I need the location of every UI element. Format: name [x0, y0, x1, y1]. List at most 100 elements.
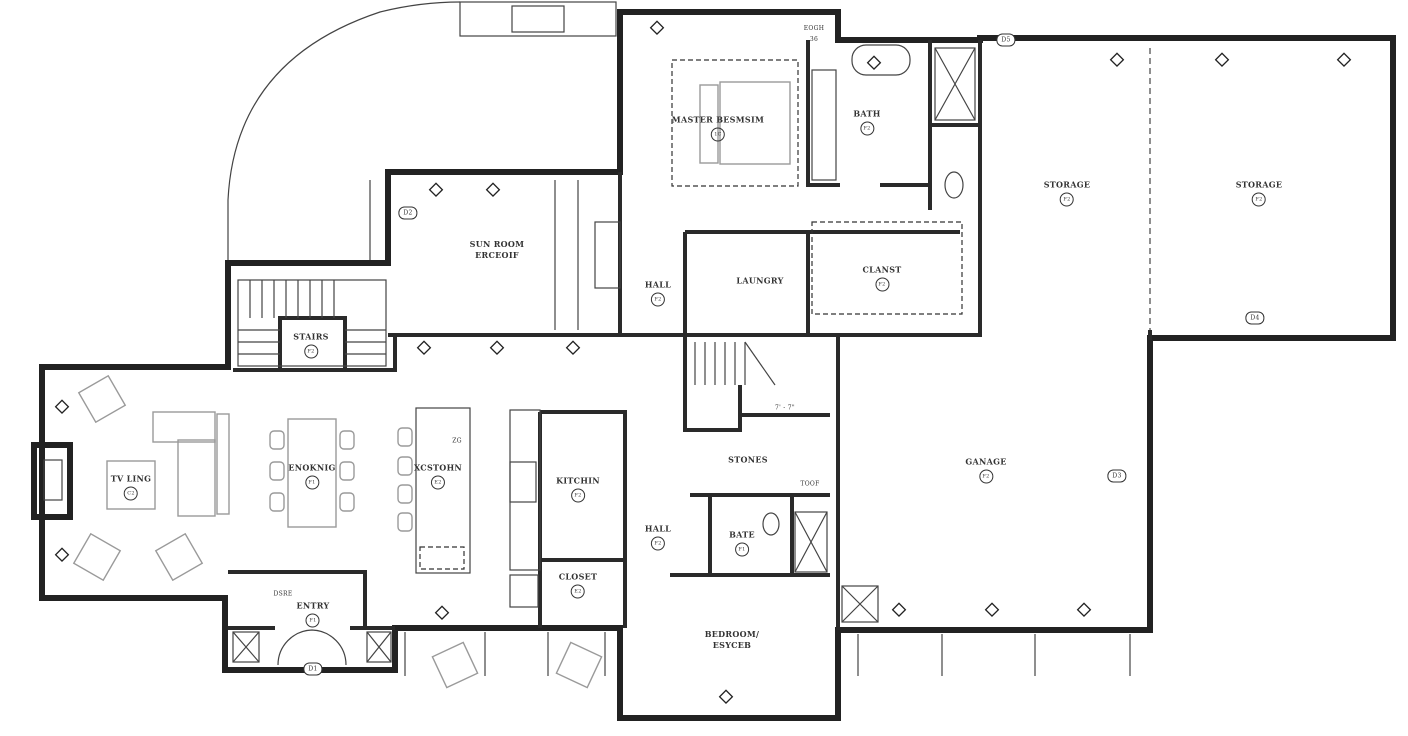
- exterior-bench-detail: [511, 5, 565, 33]
- bench: [699, 84, 719, 164]
- exterior-walls: [39, 9, 1396, 721]
- cooktop: [509, 461, 537, 503]
- room-label-living: TV LING C2: [111, 474, 152, 501]
- shower: [934, 47, 976, 121]
- room-name: KITCHIN: [556, 475, 600, 486]
- room-name: STAIRS: [293, 331, 329, 342]
- room-label-kitchen: KITCHIN F2: [556, 476, 600, 503]
- room-label-closet: CLANST F2: [862, 265, 901, 292]
- entry-closet-note: DSRE: [273, 590, 293, 598]
- room-name: LAUNGRY: [736, 275, 784, 286]
- room-tag: F2: [1060, 192, 1074, 207]
- room-tag: F2: [651, 292, 665, 307]
- room-name: BEDROOM/ ESYCEB: [704, 629, 760, 650]
- room-label-garage: GANAGE F2: [965, 457, 1006, 484]
- room-tag: 1C: [711, 127, 725, 142]
- room-name: SUN ROOM ERCEOIF: [469, 239, 525, 260]
- stair-dimension: 7' - 7": [775, 404, 795, 412]
- room-name: GANAGE: [965, 456, 1007, 467]
- room-tag: F2: [304, 344, 318, 359]
- room-tag: F2: [874, 277, 889, 292]
- dining-chairs: [269, 427, 413, 532]
- stones-note: TOOF: [800, 480, 820, 488]
- fireplace: [31, 442, 73, 520]
- shower-x: [934, 47, 976, 121]
- toilet: [944, 171, 964, 199]
- room-name: TV LING: [110, 473, 152, 484]
- room-label-dining: ENOKNIG F1: [288, 463, 335, 490]
- room-name: STORAGE: [1235, 179, 1283, 190]
- sun-room-door-tag: D2: [398, 206, 418, 220]
- room-label-hall-2: HALL F2: [645, 524, 671, 551]
- room-name: XCSTOHN: [413, 462, 463, 473]
- room-tag: F2: [1252, 192, 1266, 207]
- column-x: [841, 585, 879, 623]
- toilet: [762, 512, 780, 536]
- room-label-master-bedroom: MASTER BESMSIM 1C: [672, 115, 764, 142]
- entry-locker: [366, 631, 392, 663]
- master-door-tag: D5: [996, 33, 1016, 47]
- room-label-island: XCSTOHN E2: [414, 463, 462, 490]
- kitchen-island: [415, 407, 471, 574]
- room-tag: F2: [651, 536, 665, 551]
- room-tag: F1: [304, 475, 319, 490]
- sofa: [152, 411, 216, 443]
- room-label-laundry: LAUNGRY: [736, 276, 783, 287]
- room-tag: C2: [124, 486, 138, 501]
- garage-column: [841, 585, 879, 623]
- shower-x: [794, 511, 828, 573]
- room-tag: E2: [571, 584, 585, 599]
- room-label-stairs: STAIRS F2: [293, 332, 328, 359]
- room-tag: F2: [860, 121, 874, 136]
- stairs-treads: [237, 279, 776, 386]
- room-tag: F2: [570, 488, 585, 503]
- island-seat: [419, 546, 465, 570]
- armchair: [72, 532, 122, 582]
- fireplace-insert: [43, 459, 63, 501]
- room-name: STONES: [728, 454, 768, 465]
- room-label-hall: HALL F2: [645, 280, 671, 307]
- bed: [719, 81, 791, 165]
- entry-door-tag: D1: [303, 662, 323, 676]
- porch-chair: [555, 641, 603, 689]
- room-name: CLANST: [862, 264, 902, 275]
- room-label-stores: STONES: [728, 455, 768, 466]
- locker-x: [232, 631, 260, 663]
- garage-door-tag: D3: [1107, 469, 1127, 483]
- room-name: ENTRY: [296, 600, 330, 611]
- room-name: MASTER BESMSIM: [671, 114, 765, 125]
- sofa-chaise: [177, 439, 216, 517]
- exterior-bench: [459, 1, 617, 37]
- porch-posts: [404, 632, 1131, 676]
- entry-double-door: [277, 629, 347, 666]
- room-name: STORAGE: [1043, 179, 1091, 190]
- room-tag: F1: [305, 613, 320, 628]
- island-note: ZG: [452, 437, 462, 445]
- loggia-note: EOGH 36: [803, 25, 825, 43]
- closet-shelving: [811, 221, 963, 315]
- room-label-bath-2: BATE F1: [729, 530, 755, 557]
- room-tag: F1: [734, 542, 749, 557]
- coffee-table: [106, 460, 156, 510]
- room-tag: F2: [978, 469, 993, 484]
- shower: [794, 511, 828, 573]
- vanity: [811, 69, 837, 181]
- armchair: [154, 532, 204, 582]
- rug-outline: [671, 59, 799, 187]
- room-name: BATE: [729, 529, 755, 540]
- room-name: HALL: [644, 523, 672, 534]
- room-name: ENOKNIG: [288, 462, 336, 473]
- room-label-storage: STORAGE F2: [1044, 180, 1091, 207]
- room-label-sun-room: SUN ROOM ERCEOIF: [467, 239, 527, 261]
- room-name: HALL: [644, 279, 672, 290]
- entry-locker: [232, 631, 260, 663]
- room-label-entry: ENTRY F1: [297, 601, 330, 628]
- room-tag: E2: [430, 475, 445, 490]
- appliance: [509, 574, 539, 608]
- room-label-storage-2: STORAGE F2: [1236, 180, 1283, 207]
- bathtub: [851, 44, 911, 76]
- locker-x: [366, 631, 392, 663]
